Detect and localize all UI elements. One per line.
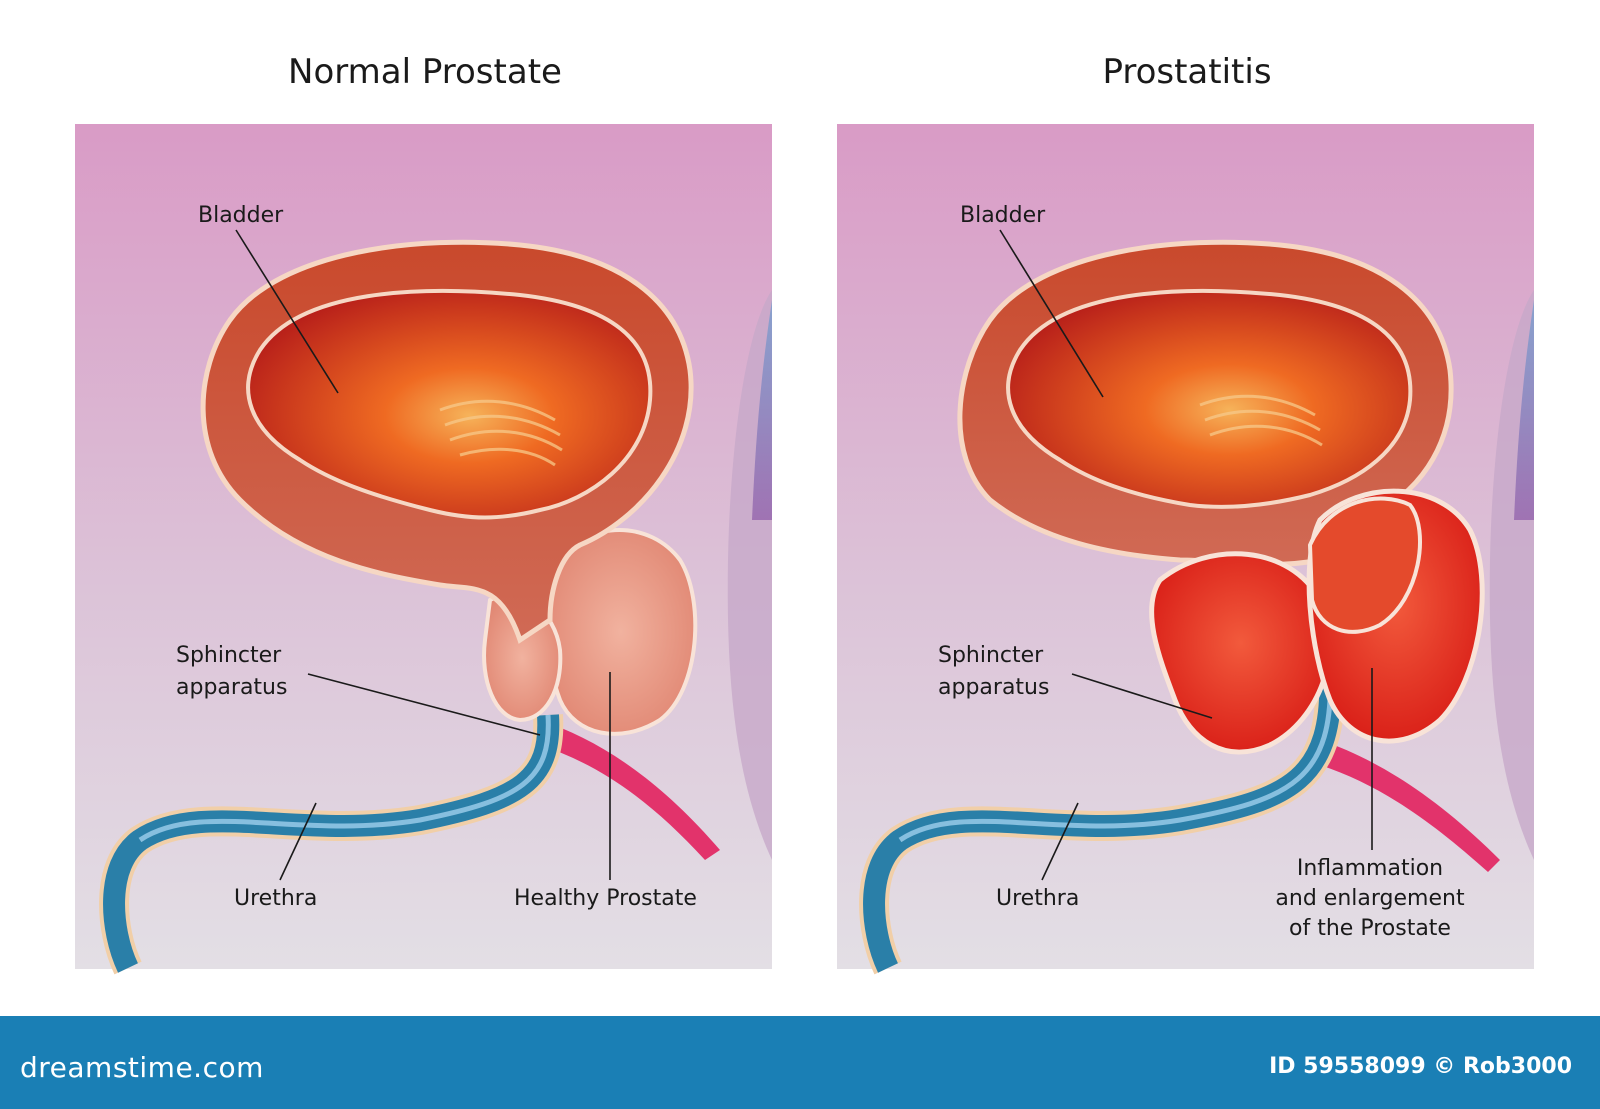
leader-sphincter bbox=[307, 673, 541, 736]
mucosa-folds bbox=[439, 399, 563, 467]
vessel bbox=[752, 300, 772, 520]
label-sphincter-line1: Sphincter bbox=[938, 643, 1044, 668]
leader-sphincter bbox=[1071, 673, 1213, 719]
label-sphincter-line1: Sphincter bbox=[176, 643, 282, 668]
label-sphincter-line2: apparatus bbox=[176, 675, 287, 700]
image-credit: ID 59558099 © Rob3000 bbox=[1269, 1054, 1572, 1079]
panel-prostatitis: Bladder Sphincter apparatus Urethra Infl… bbox=[837, 124, 1534, 975]
mucosa-folds bbox=[1199, 394, 1323, 447]
vessel-magenta bbox=[1320, 740, 1500, 872]
urethra-highlight bbox=[138, 714, 551, 843]
leader-bladder bbox=[999, 229, 1104, 398]
prostate-inflamed-middle-lobe bbox=[1307, 496, 1422, 634]
panel-normal: Bladder Sphincter apparatus Urethra Heal… bbox=[75, 124, 772, 975]
panel-title-prostatitis: Prostatitis bbox=[1102, 52, 1272, 92]
panel-title-normal: Normal Prostate bbox=[288, 52, 562, 92]
prostate-inflamed-left-lobe bbox=[1149, 551, 1333, 755]
label-urethra: Urethra bbox=[996, 886, 1079, 911]
footer-bar bbox=[0, 1016, 1600, 1109]
watermark-brand: dreamstime.com bbox=[20, 1051, 264, 1084]
prostate-normal bbox=[543, 528, 698, 736]
leader-urethra bbox=[279, 802, 317, 881]
bladder-inner bbox=[1006, 288, 1413, 509]
urethra-highlight bbox=[898, 669, 1333, 843]
label-bladder: Bladder bbox=[960, 203, 1046, 228]
label-bladder: Bladder bbox=[198, 203, 284, 228]
label-healthy-prostate: Healthy Prostate bbox=[514, 886, 697, 911]
label-inflammation-line1: Inflammation bbox=[1297, 856, 1443, 881]
leader-urethra bbox=[1041, 802, 1079, 881]
label-urethra: Urethra bbox=[234, 886, 317, 911]
leader-bladder bbox=[235, 229, 339, 394]
vessel bbox=[1514, 300, 1534, 520]
anatomy-illustration: Bladder Sphincter apparatus Urethra Heal… bbox=[75, 124, 1534, 975]
label-inflammation-line3: of the Prostate bbox=[1289, 916, 1451, 941]
vessel-magenta bbox=[540, 720, 720, 860]
label-sphincter-line2: apparatus bbox=[938, 675, 1049, 700]
label-inflammation-line2: and enlargement bbox=[1275, 886, 1465, 911]
